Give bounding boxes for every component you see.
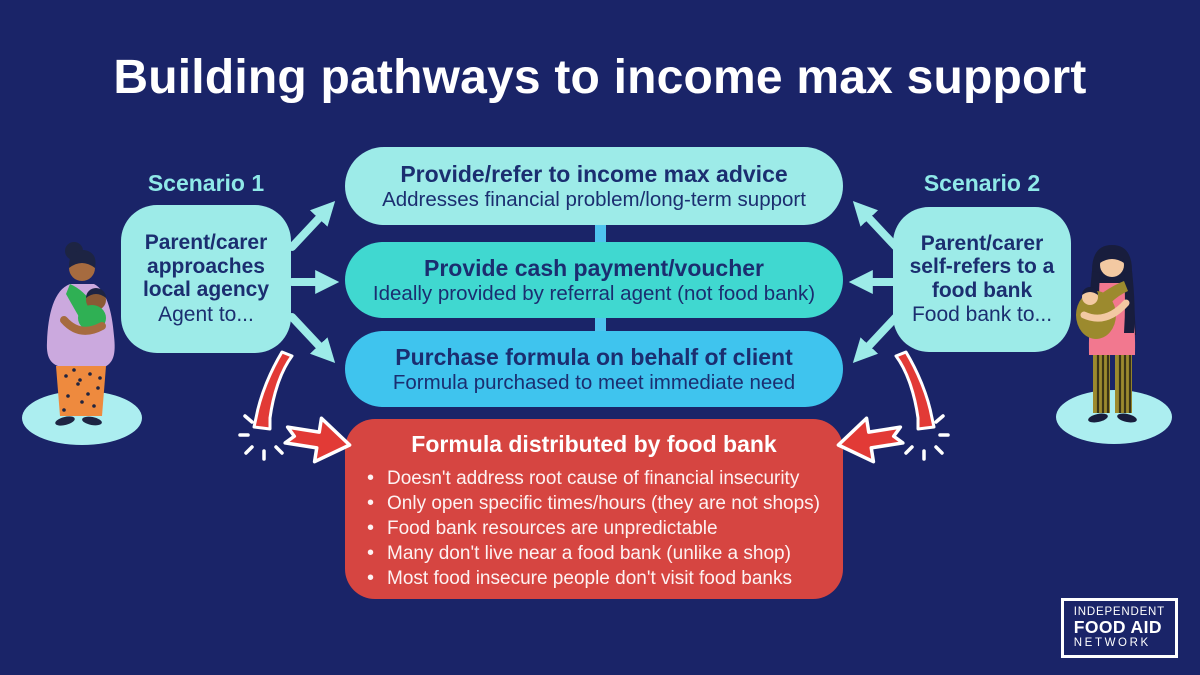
pathway-title: Provide cash payment/voucher — [423, 254, 764, 281]
floor-ellipse — [22, 391, 142, 445]
triple-arrow-right-icon — [288, 200, 340, 364]
pathway-subtitle: Ideally provided by referral agent (not … — [372, 281, 816, 305]
connector-line — [595, 316, 606, 333]
logo-line3: NETWORK — [1073, 637, 1151, 649]
page-title: Building pathways to income max support — [113, 51, 1087, 104]
food-bank-outcome-box: Formula distributed by food bank Doesn't… — [345, 419, 843, 599]
ifan-logo: INDEPENDENT FOOD AID NETWORK — [1060, 597, 1178, 658]
logo-line2: FOOD AID — [1073, 616, 1162, 637]
outcome-bullet: Doesn't address root cause of financial … — [367, 466, 833, 491]
scenario1-subtitle: Agent to... — [158, 302, 254, 326]
scenario2-label: Scenario 2 — [923, 170, 1041, 196]
outcome-bullet: Food bank resources are unpredictable — [367, 516, 833, 541]
outcome-bullet: Only open specific times/hours (they are… — [367, 491, 833, 516]
pathway-purchase-formula: Purchase formula on behalf of client For… — [345, 331, 843, 407]
outcome-bullet: Most food insecure people don't visit fo… — [367, 566, 833, 591]
pathway-title: Purchase formula on behalf of client — [395, 343, 793, 370]
pathway-income-max-advice: Provide/refer to income max advice Addre… — [345, 147, 843, 225]
outcome-bullet: Many don't live near a food bank (unlike… — [367, 541, 833, 566]
outcome-bullet-list: Doesn't address root cause of financial … — [345, 466, 843, 591]
scenario1-title: Parent/carer approaches local agency — [142, 231, 270, 302]
outcome-title: Formula distributed by food bank — [411, 431, 777, 457]
scenario1-label: Scenario 1 — [147, 170, 265, 196]
scenario1-box: Parent/carer approaches local agency Age… — [121, 205, 291, 353]
parent-illustration-left — [22, 242, 142, 445]
floor-ellipse — [1056, 390, 1172, 444]
scenario2-box: Parent/carer self-refers to a food bank … — [893, 207, 1071, 352]
connector-line — [595, 224, 606, 244]
triple-arrow-left-icon — [848, 200, 900, 364]
scenario2-title: Parent/carer self-refers to a food bank — [909, 231, 1055, 302]
pathway-subtitle: Addresses financial problem/long-term su… — [382, 187, 806, 211]
parent-illustration-right — [1056, 245, 1172, 444]
bounce-arrow-right-icon — [238, 350, 352, 464]
pathway-subtitle: Formula purchased to meet immediate need — [392, 370, 796, 394]
logo-line1: INDEPENDENT — [1073, 605, 1165, 618]
pathway-cash-payment: Provide cash payment/voucher Ideally pro… — [345, 242, 843, 318]
pathway-title: Provide/refer to income max advice — [400, 160, 788, 187]
bounce-arrow-left-icon — [836, 350, 950, 464]
scenario2-subtitle: Food bank to... — [911, 303, 1053, 327]
